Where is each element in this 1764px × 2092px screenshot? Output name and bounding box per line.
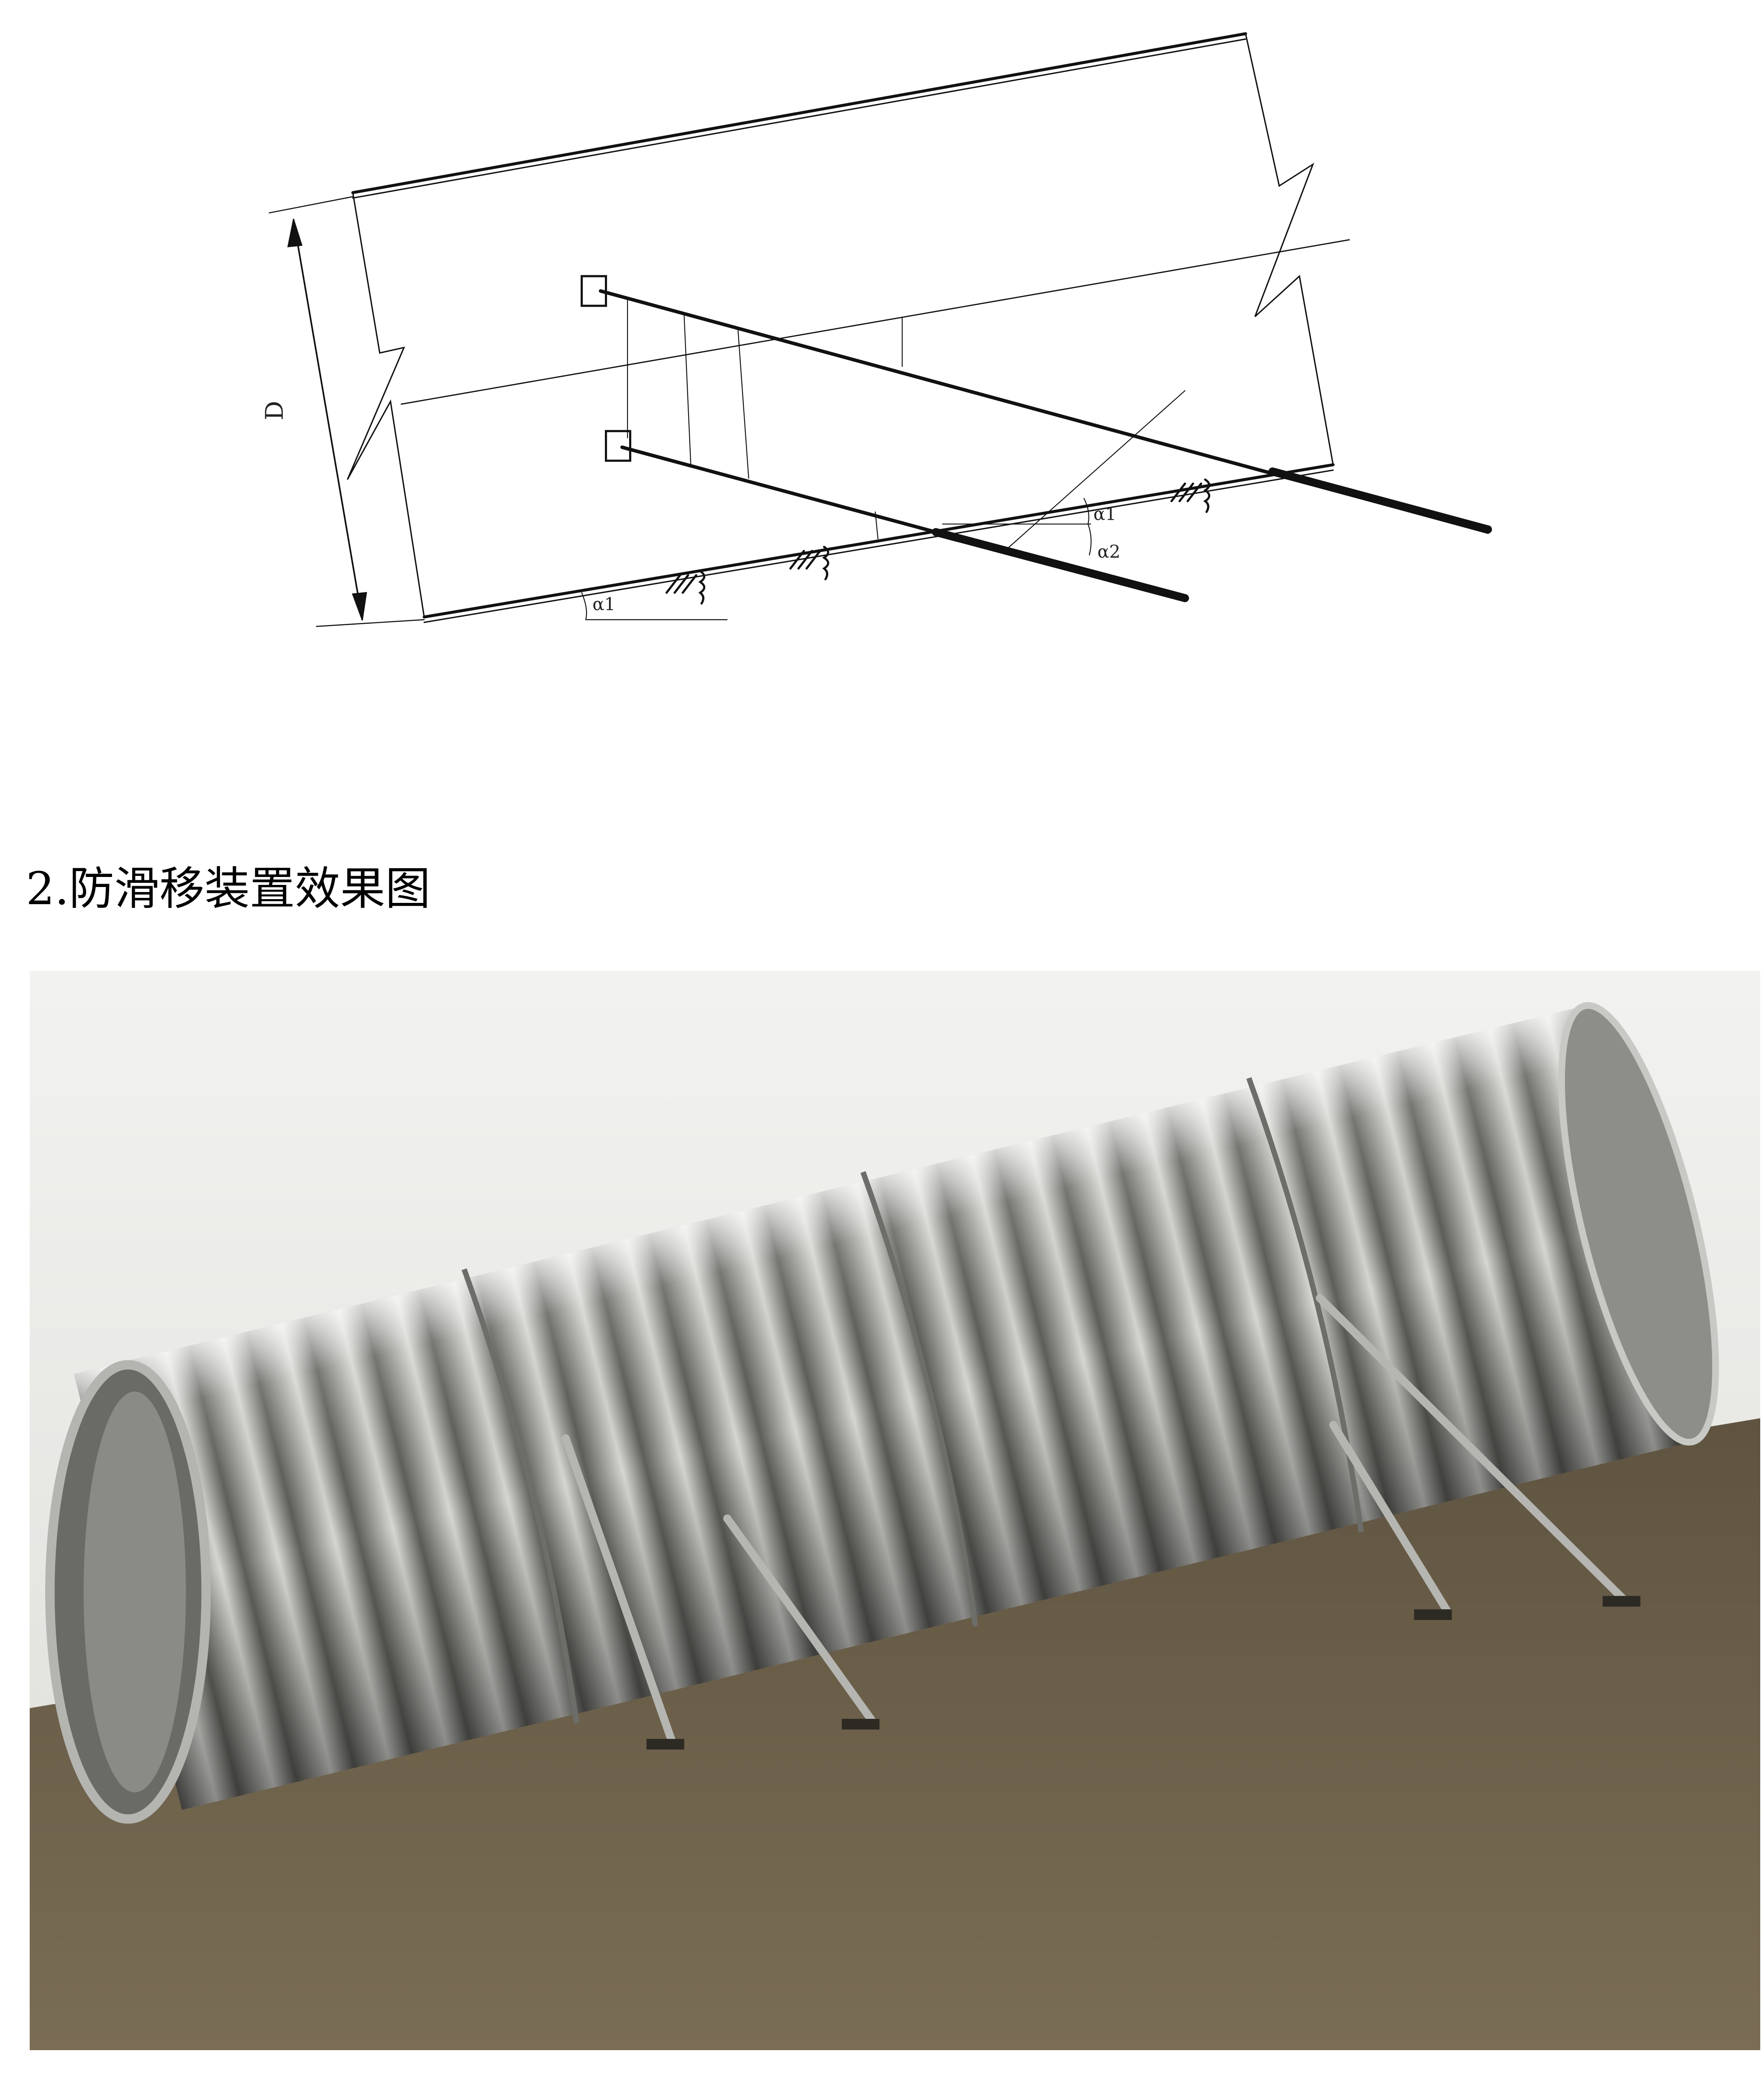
section-heading: 2.防滑移装置效果图: [26, 863, 431, 915]
anchor-footings: [646, 1596, 1641, 1750]
pipe-centerline: [400, 239, 1350, 405]
corrugated-pipe: [74, 1002, 1719, 1810]
anchor-rods: [561, 1294, 1627, 1750]
grout-section-lower: [932, 528, 1189, 602]
pipe-interior: [83, 1391, 186, 1792]
ground-surface: [30, 1418, 1760, 2050]
anchor-plate-lower: [605, 430, 632, 462]
anchor-rings: [461, 1077, 1364, 1724]
pipe-right-end: [1558, 1002, 1719, 1446]
left-break-line: [347, 192, 425, 618]
angle-label-left: α1: [592, 594, 615, 615]
dimension-label: D: [260, 401, 289, 420]
angle-label-right-2: α2: [1098, 541, 1121, 562]
ground-symbols: [665, 478, 1211, 605]
construction-lines: [581, 298, 1185, 620]
dimension-d: [269, 196, 425, 627]
pipe-top-wall: [351, 32, 1247, 199]
right-break-line: [1245, 33, 1334, 466]
pipe-bottom-wall: [422, 463, 1335, 623]
anti-slip-device-render: [30, 971, 1760, 2050]
pipe-anchor-technical-drawing: D α1 α1 α2: [260, 32, 1492, 627]
angle-label-right-1: α1: [1093, 504, 1116, 524]
grout-section-upper: [1268, 467, 1492, 533]
